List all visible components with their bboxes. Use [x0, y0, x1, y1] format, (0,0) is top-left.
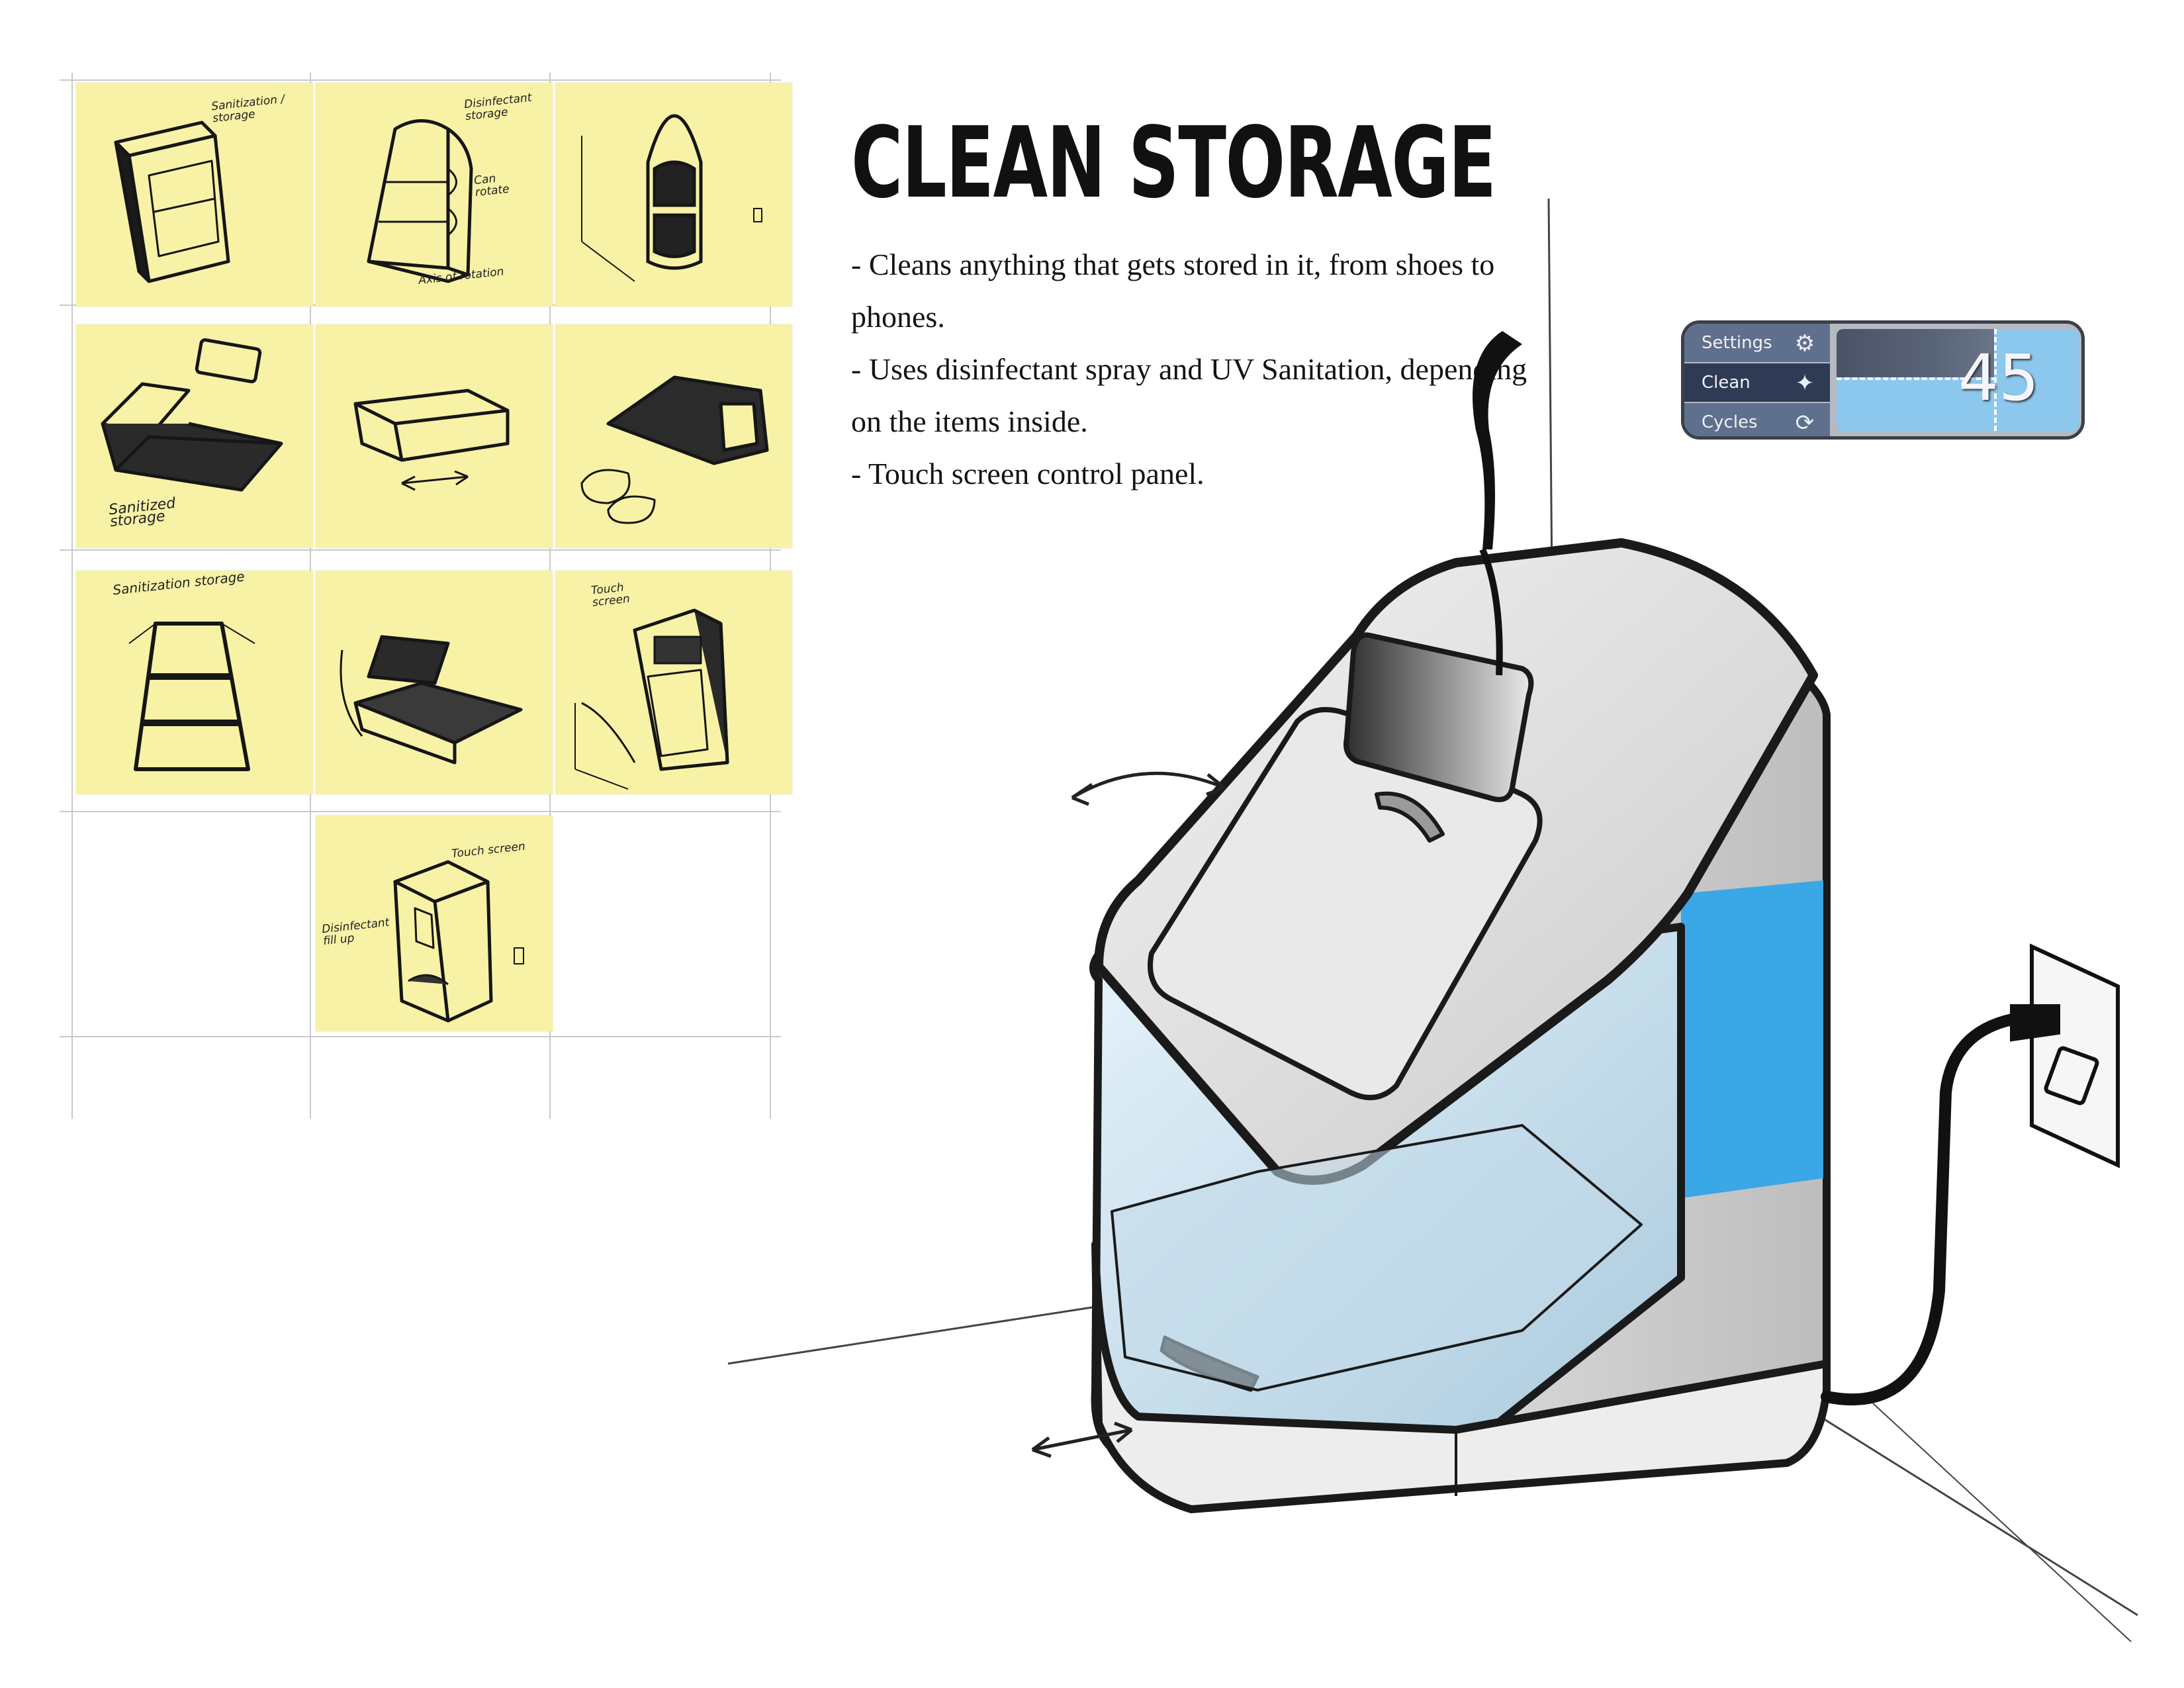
- grid-line: [60, 79, 781, 81]
- feature-list: - Cleans anything that gets stored in it…: [851, 238, 1546, 500]
- sketch-rotating-cabinet-icon: [367, 119, 473, 283]
- sketch-pod-icon: [581, 114, 762, 282]
- callout-line: [1473, 331, 1522, 549]
- corner-lines: [727, 198, 2138, 1642]
- sketch-note-5: [316, 324, 553, 548]
- sketch-note-6: [555, 324, 792, 548]
- gear-icon: ⚙: [1794, 330, 1815, 357]
- sketch-touchscreen-cabinet-icon: [574, 608, 729, 790]
- clean-label: Clean: [1702, 373, 1751, 393]
- feature-item: - Uses disinfectant spray and UV Sanitat…: [851, 352, 1527, 438]
- sketch-note-1: Sanitization / storage: [76, 83, 313, 306]
- control-panel: Settings ⚙ Clean ✦ Cycles ⟳ 45: [1681, 320, 2085, 440]
- refresh-icon: ⟳: [1795, 410, 1815, 436]
- sketch-drawer-icon: [353, 389, 510, 491]
- wall-outlet-icon: [2010, 943, 2120, 1168]
- sketch-note-4: Sanitized storage: [76, 324, 313, 548]
- clean-button[interactable]: Clean ✦: [1684, 363, 1830, 402]
- cycles-label: Cycles: [1702, 412, 1758, 432]
- sketch-cabinet-icon: [114, 120, 230, 283]
- accent-strip: [1681, 880, 1823, 1198]
- grid-line: [60, 811, 781, 812]
- sketch-angled-open-icon: [340, 635, 523, 765]
- power-cord: [1821, 1013, 2018, 1405]
- grid-line: [60, 1036, 781, 1037]
- storage-unit: [1089, 538, 1831, 1513]
- cycle-display: 45: [1837, 329, 2079, 431]
- sketch-shoe-box-icon: [580, 375, 769, 524]
- level-fill: [1837, 377, 1997, 431]
- grid-line: [71, 73, 73, 1119]
- cycle-count: 45: [1958, 341, 2039, 415]
- rotate-arrow-icon: [1071, 771, 1226, 806]
- sketch-note-3: [555, 83, 792, 306]
- settings-label: Settings: [1702, 333, 1772, 353]
- cycles-button[interactable]: Cycles ⟳: [1684, 403, 1830, 436]
- sketch-note-10: Touch screen Disinfectant fill up: [316, 816, 553, 1031]
- sparkle-icon: ✦: [1795, 370, 1815, 397]
- sketch-box-dispenser-icon: [393, 860, 524, 1023]
- sketch-note-2: Disinfectant storage Can rotate Axis of …: [316, 83, 553, 306]
- settings-button[interactable]: Settings ⚙: [1684, 324, 1830, 362]
- sketch-note-8: [316, 571, 553, 794]
- sketch-open-lid-icon: [101, 338, 283, 492]
- feature-item: - Touch screen control panel.: [851, 457, 1205, 491]
- callout-line: [1479, 548, 1503, 676]
- sketch-note-9: Touch screen: [555, 571, 792, 794]
- level-fill: [1993, 329, 2079, 431]
- sketch-note-7: Sanitization storage: [76, 569, 313, 794]
- feature-item: - Cleans anything that gets stored in it…: [851, 248, 1495, 334]
- slide-arrow-icon: [1031, 1421, 1133, 1458]
- grid-line: [60, 549, 781, 551]
- page-title: CLEAN STORAGE: [851, 106, 1496, 220]
- sketch-shelf-icon: [128, 622, 255, 771]
